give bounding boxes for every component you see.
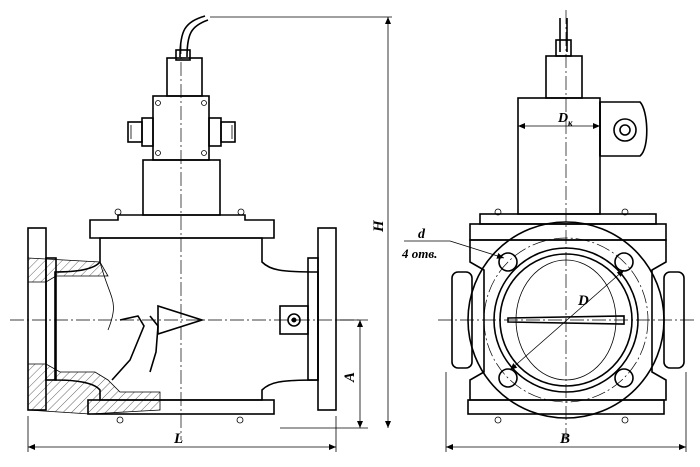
dim-label-B: B xyxy=(559,431,570,447)
bolt-hole xyxy=(614,252,634,272)
coil-housing xyxy=(142,159,221,216)
front-view xyxy=(10,15,360,440)
side-connector-stem xyxy=(545,55,583,99)
side-view xyxy=(438,10,695,440)
dim-label-Dk: D xyxy=(557,111,568,126)
front-dimensions: L A H xyxy=(27,16,392,452)
outlet-flange xyxy=(317,227,337,411)
connector-stem xyxy=(166,57,203,97)
dim-label-A: A xyxy=(342,372,358,383)
dim-label-L: L xyxy=(173,431,183,447)
cable-gland-left xyxy=(127,121,143,143)
flow-direction-arrow xyxy=(157,304,205,336)
dim-label-d: d xyxy=(418,227,426,242)
cable-gland-right xyxy=(220,121,236,143)
side-dimensions: D к d 4 отв. D B xyxy=(401,111,687,452)
dim-label-D: D xyxy=(577,293,589,309)
bolt-hole xyxy=(614,368,634,388)
dim-label-holes: 4 отв. xyxy=(401,246,437,261)
dim-label-H: H xyxy=(371,219,387,233)
side-body xyxy=(469,239,667,401)
section-hatch-top xyxy=(27,257,109,283)
bolt-hole xyxy=(498,368,518,388)
dim-label-Dk-subscript: к xyxy=(568,118,573,128)
section-hatch-bottom xyxy=(27,363,161,415)
terminal-box xyxy=(599,101,648,157)
bolt-hole xyxy=(498,252,518,272)
